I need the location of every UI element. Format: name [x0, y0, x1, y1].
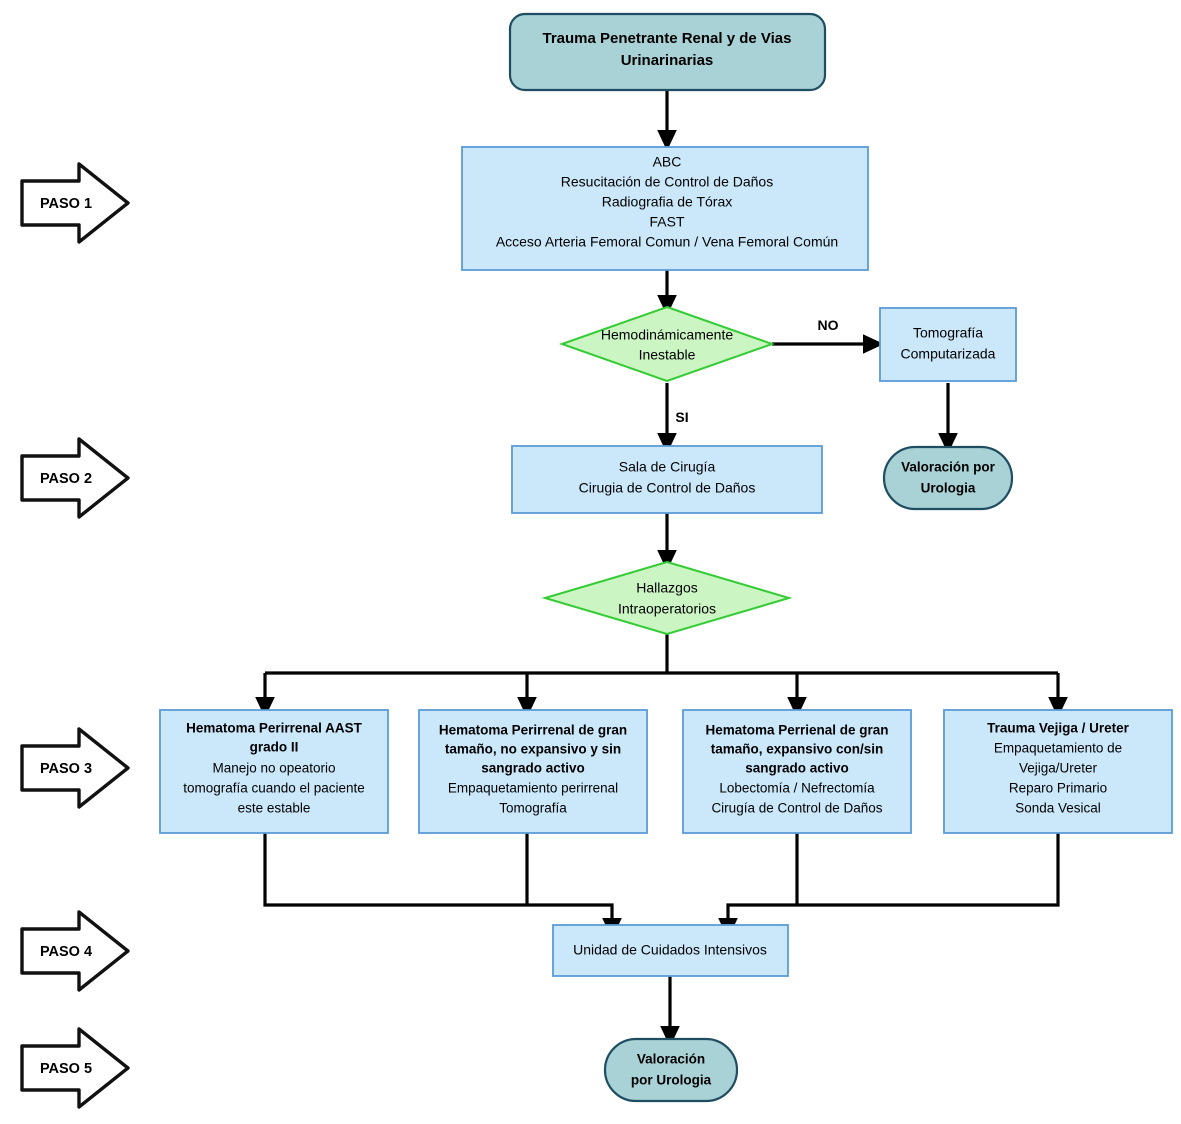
step-arrow-paso-5[interactable]: PASO 5	[20, 1027, 130, 1109]
node-urology-bottom[interactable]: Valoración por Urologia	[603, 1037, 739, 1103]
node-decision-hemodynamic-shape	[558, 305, 776, 383]
node-branch-3-bold-2: tamaño, expansivo con/sin	[711, 742, 884, 757]
node-urology-right-line-2: Urologia	[921, 481, 976, 496]
node-branch-1-plain-3: este estable	[238, 801, 311, 816]
node-decision-findings-line-1: Hallazgos	[636, 580, 697, 596]
step-arrow-paso-5-shape	[20, 1027, 130, 1109]
node-branch-2-plain-2: Tomografía	[499, 801, 567, 816]
node-start[interactable]: Trauma Penetrante Renal y de Vias Urinar…	[508, 12, 827, 92]
node-branch-4-shape	[943, 709, 1173, 834]
node-branch-3-plain-2: Cirugía de Control de Daños	[711, 801, 882, 816]
node-branch-1-bold-1: Hematoma Perirrenal AAST	[186, 721, 363, 736]
node-branch-1[interactable]: Hematoma Perirrenal AAST grado II Manejo…	[159, 709, 389, 834]
node-branch-3-bold-1: Hematoma Perrienal de gran	[705, 723, 888, 738]
node-initial-line-2: Resucitación de Control de Daños	[561, 174, 773, 190]
step-arrow-paso-1-label: PASO 1	[40, 196, 92, 212]
node-decision-hemodynamic-line-1: Hemodinámicamente	[601, 327, 733, 343]
node-branch-1-plain-2: tomografía cuando el paciente	[183, 781, 365, 796]
node-urology-right-shape	[882, 445, 1014, 511]
step-arrow-paso-1-shape	[20, 162, 130, 244]
node-urology-bottom-line-2: por Urologia	[631, 1073, 712, 1088]
node-surgery-line-1: Sala de Cirugía	[619, 459, 716, 475]
node-ct-scan-shape	[879, 307, 1017, 382]
node-start-line-1: Trauma Penetrante Renal y de Vias	[542, 30, 791, 47]
node-start-shape	[508, 12, 827, 92]
node-urology-right-line-1: Valoración por	[901, 460, 996, 475]
step-arrow-paso-5-label: PASO 5	[40, 1061, 92, 1077]
edge-label-si: SI	[675, 409, 688, 425]
connector-branch-1-to-icu	[263, 833, 622, 939]
node-branch-4-plain-2: Vejiga/Ureter	[1019, 761, 1098, 776]
connectors	[255, 90, 1068, 1047]
node-branch-4-plain-1: Empaquetamiento de	[994, 741, 1122, 756]
node-initial-management[interactable]: ABC Resucitación de Control de Daños Rad…	[461, 146, 869, 271]
node-branch-4-plain-4: Sonda Vesical	[1015, 801, 1101, 816]
node-decision-findings-shape	[541, 560, 793, 636]
node-initial-management-shape	[461, 146, 869, 271]
node-initial-line-1: ABC	[653, 154, 682, 170]
node-branch-2-bold-1: Hematoma Perirrenal de gran	[439, 723, 627, 738]
node-ct-scan-line-2: Computarizada	[901, 346, 996, 362]
node-decision-hemodynamic[interactable]: Hemodinámicamente Inestable	[558, 305, 776, 383]
step-arrow-paso-3[interactable]: PASO 3	[20, 727, 130, 809]
node-urology-bottom-line-1: Valoración	[637, 1052, 705, 1067]
node-branch-1-bold-2: grado II	[250, 740, 299, 755]
node-branch-2-bold-2: tamaño, no expansivo y sin	[445, 742, 621, 757]
node-initial-line-3: Radiografia de Tórax	[602, 194, 732, 210]
step-arrow-paso-4-label: PASO 4	[40, 944, 92, 960]
step-arrow-paso-1[interactable]: PASO 1	[20, 162, 130, 244]
node-icu-line-1: Unidad de Cuidados Intensivos	[573, 942, 767, 958]
node-branch-2-shape	[418, 709, 648, 834]
node-start-line-2: Urinarinarias	[621, 52, 714, 69]
node-decision-hemodynamic-line-2: Inestable	[639, 347, 696, 363]
node-branch-4[interactable]: Trauma Vejiga / Ureter Empaquetamiento d…	[943, 709, 1173, 834]
node-branch-3-plain-1: Lobectomía / Nefrectomía	[719, 781, 875, 796]
edge-label-no: NO	[818, 317, 839, 333]
node-branch-2-plain-1: Empaquetamiento perirrenal	[448, 781, 618, 796]
node-urology-bottom-shape	[603, 1037, 739, 1103]
node-branch-2[interactable]: Hematoma Perirrenal de gran tamaño, no e…	[418, 709, 648, 834]
node-branch-4-plain-3: Reparo Primario	[1009, 781, 1107, 796]
node-surgery[interactable]: Sala de Cirugía Cirugia de Control de Da…	[511, 445, 823, 514]
node-initial-line-5: Acceso Arteria Femoral Comun / Vena Femo…	[496, 234, 838, 250]
node-branch-3-bold-3: sangrado activo	[745, 761, 849, 776]
step-arrow-paso-3-shape	[20, 727, 130, 809]
node-branch-3-shape	[682, 709, 912, 834]
node-ct-scan[interactable]: Tomografía Computarizada	[879, 307, 1017, 382]
node-branch-4-bold-1: Trauma Vejiga / Ureter	[987, 721, 1130, 736]
node-surgery-line-2: Cirugia de Control de Daños	[579, 480, 756, 496]
node-branch-1-shape	[159, 709, 389, 834]
node-branch-3[interactable]: Hematoma Perrienal de gran tamaño, expan…	[682, 709, 912, 834]
step-arrow-paso-4-shape	[20, 910, 130, 992]
step-arrow-paso-2[interactable]: PASO 2	[20, 437, 130, 519]
node-initial-line-4: FAST	[649, 214, 684, 230]
node-decision-findings[interactable]: Hallazgos Intraoperatorios	[541, 560, 793, 636]
step-arrow-paso-2-shape	[20, 437, 130, 519]
node-branch-1-plain-1: Manejo no opeatorio	[212, 761, 335, 776]
node-decision-findings-line-2: Intraoperatorios	[618, 601, 716, 617]
step-arrow-paso-3-label: PASO 3	[40, 761, 92, 777]
node-surgery-shape	[511, 445, 823, 514]
node-icu-shape	[552, 924, 789, 977]
node-ct-scan-line-1: Tomografía	[913, 325, 983, 341]
connector-branch-4-to-icu	[718, 833, 1060, 939]
node-branch-2-bold-3: sangrado activo	[481, 761, 585, 776]
step-arrow-paso-4[interactable]: PASO 4	[20, 910, 130, 992]
node-urology-right[interactable]: Valoración por Urologia	[882, 445, 1014, 511]
step-arrow-paso-2-label: PASO 2	[40, 471, 92, 487]
node-icu[interactable]: Unidad de Cuidados Intensivos	[552, 924, 789, 977]
